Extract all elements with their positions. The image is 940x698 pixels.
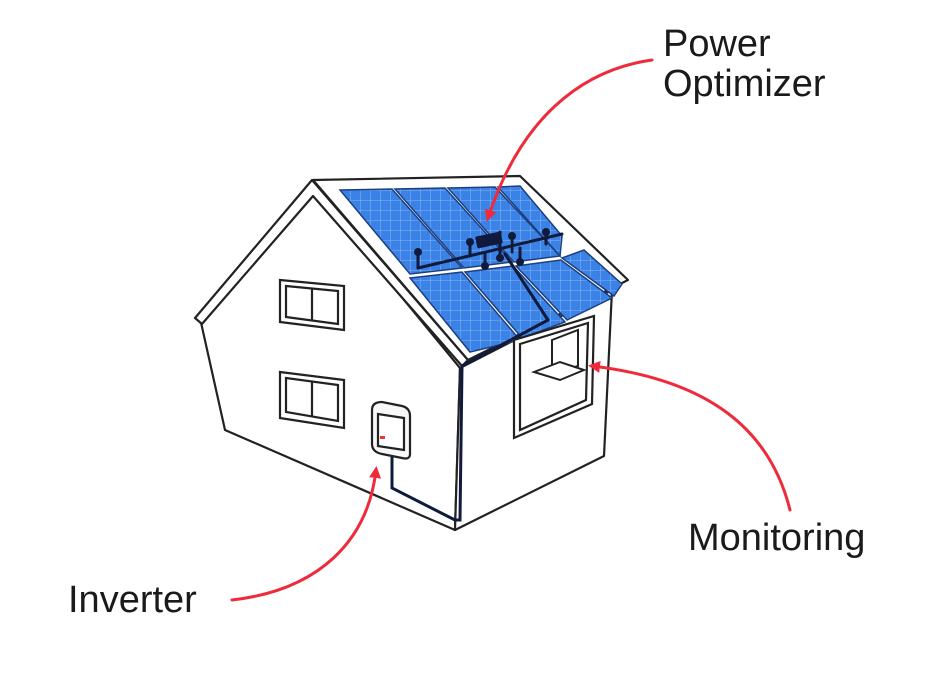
inverter-label: Inverter [68,579,197,621]
wiring-nodes [414,228,550,270]
lower-window [278,370,346,430]
solar-panel [463,265,567,339]
arrow-monitoring [588,360,792,512]
power-optimizer-box [475,231,503,249]
solar-panel [338,188,464,275]
monitoring-label: Monitoring [688,517,866,559]
upper-window [278,278,346,332]
power-optimizer-label-line2: Optimizer [663,63,826,105]
laptop-icon [530,328,587,382]
annotation-arrows [230,58,792,602]
arrow-inverter [230,466,382,602]
solar-panel [514,259,614,321]
optimizer-wiring [390,230,564,522]
power-optimizer-label-line1: Power [663,23,771,65]
inverter-box [370,400,412,460]
solar-panel [560,249,623,298]
arrow-power-optimizer [484,58,654,222]
solar-panels [338,185,623,353]
power-optimizer-label: Power Optimizer [663,24,826,104]
